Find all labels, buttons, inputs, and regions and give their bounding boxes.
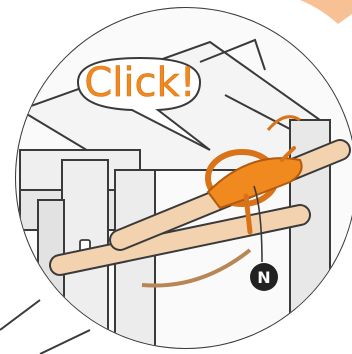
callout-text: Click! (84, 60, 195, 106)
label-badge-text: N (257, 268, 270, 287)
corner-accent-arc (300, 0, 352, 24)
